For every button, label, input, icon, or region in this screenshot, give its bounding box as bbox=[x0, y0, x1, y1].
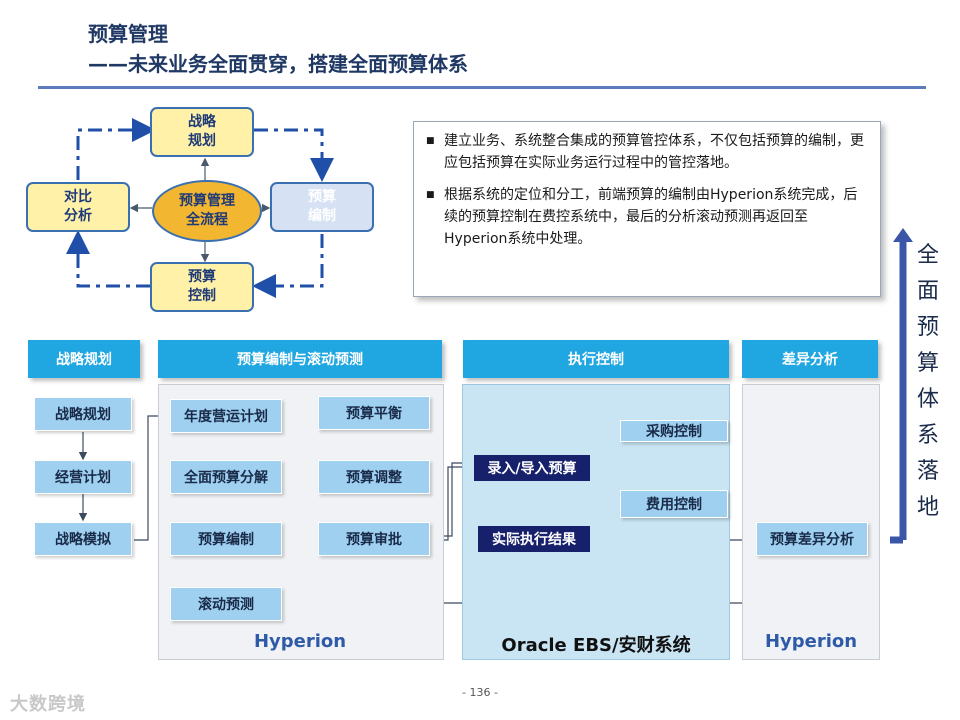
rolling-forecast-node: 滚动预测 bbox=[170, 587, 282, 621]
budget-approve-node: 预算审批 bbox=[318, 522, 430, 556]
bullet-item: ■ 建立业务、系统整合集成的预算管控体系，不仅包括预算的编制，更应包括预算在实际… bbox=[426, 130, 866, 174]
cycle-prepare-node: 预算 编制 bbox=[270, 182, 374, 232]
variance-analysis-node: 预算差异分析 bbox=[756, 522, 868, 556]
variance-footer: Hyperion bbox=[764, 631, 858, 652]
bullet-item: ■ 根据系统的定位和分工，前端预算的编制由Hyperion系统完成，后续的预算控… bbox=[426, 184, 866, 250]
page-title: 预算管理 bbox=[88, 22, 168, 46]
square-bullet-icon: ■ bbox=[426, 190, 435, 200]
exec-header: 执行控制 bbox=[463, 340, 729, 378]
title-divider bbox=[38, 86, 926, 89]
strategy-simulation-node: 战略模拟 bbox=[34, 522, 132, 556]
page-number: - 136 - bbox=[462, 686, 498, 699]
strategy-header: 战略规划 bbox=[28, 340, 140, 378]
budget-footer: Hyperion bbox=[253, 631, 347, 652]
budget-input-node: 录入/导入预算 bbox=[474, 455, 590, 481]
cycle-center-node: 预算管理 全流程 bbox=[152, 180, 262, 242]
description-box: ■ 建立业务、系统整合集成的预算管控体系，不仅包括预算的编制，更应包括预算在实际… bbox=[413, 121, 881, 297]
cycle-strategy-node: 战略 规划 bbox=[150, 107, 254, 157]
business-plan-node: 经营计划 bbox=[34, 460, 132, 494]
square-bullet-icon: ■ bbox=[426, 136, 435, 146]
strategy-plan-node: 战略规划 bbox=[34, 397, 132, 431]
side-vertical-label: 全 面 预 算 体 系 落 地 bbox=[916, 243, 939, 520]
budget-breakdown-node: 全面预算分解 bbox=[170, 460, 282, 494]
purchase-control-node: 采购控制 bbox=[620, 420, 728, 442]
exec-footer: Oracle EBS/安财系统 bbox=[501, 635, 691, 656]
annual-plan-node: 年度营运计划 bbox=[170, 399, 282, 433]
actual-result-node: 实际执行结果 bbox=[478, 526, 590, 552]
cycle-control-node: 预算 控制 bbox=[150, 262, 254, 312]
page-subtitle: ——未来业务全面贯穿，搭建全面预算体系 bbox=[88, 52, 468, 76]
budget-balance-node: 预算平衡 bbox=[318, 396, 430, 430]
watermark: 大数跨境 bbox=[10, 694, 86, 715]
cycle-compare-node: 对比 分析 bbox=[26, 182, 130, 232]
budget-header: 预算编制与滚动预测 bbox=[158, 340, 442, 378]
expense-control-node: 费用控制 bbox=[620, 490, 728, 518]
variance-header: 差异分析 bbox=[742, 340, 878, 378]
budget-prepare-node: 预算编制 bbox=[170, 522, 282, 556]
budget-adjust-node: 预算调整 bbox=[318, 460, 430, 494]
